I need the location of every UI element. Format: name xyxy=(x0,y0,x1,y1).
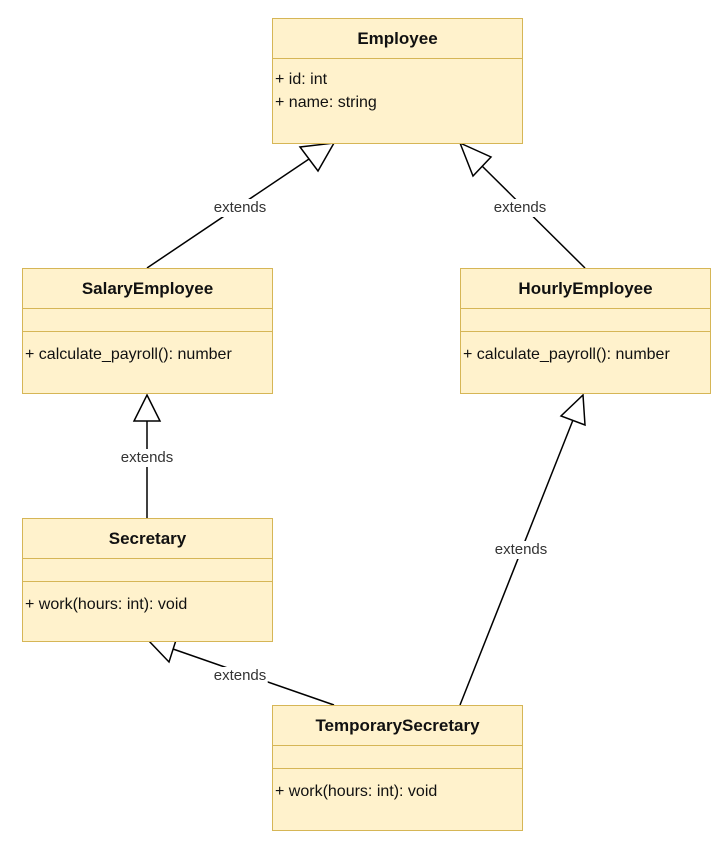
class-salary-employee[interactable]: SalaryEmployee + calculate_payroll(): nu… xyxy=(22,268,273,394)
class-methods: + calculate_payroll(): number xyxy=(23,332,272,366)
class-hourly-employee[interactable]: HourlyEmployee + calculate_payroll(): nu… xyxy=(460,268,711,394)
class-name: TemporarySecretary xyxy=(273,706,522,746)
edge-secretary-to-salary xyxy=(132,393,162,518)
method: + calculate_payroll(): number xyxy=(463,346,670,363)
method: + calculate_payroll(): number xyxy=(25,346,232,363)
edge-label-salary-to-employee: extends xyxy=(212,199,268,217)
class-attributes: + id: int + name: string xyxy=(273,59,522,114)
class-attributes xyxy=(273,746,522,769)
edge-label-temp-to-hourly: extends xyxy=(493,541,549,559)
edge-label-temp-to-secretary: extends xyxy=(212,667,268,685)
method: + work(hours: int): void xyxy=(275,783,438,800)
inheritance-arrowhead xyxy=(458,141,493,178)
class-attributes xyxy=(461,309,710,332)
class-name: HourlyEmployee xyxy=(461,269,710,309)
class-employee[interactable]: Employee + id: int + name: string xyxy=(272,18,523,144)
method: + work(hours: int): void xyxy=(25,596,188,613)
attribute: + name: string xyxy=(275,94,377,111)
edge-hourly-to-employee xyxy=(458,141,586,269)
class-methods: + work(hours: int): void xyxy=(273,769,522,803)
edge-temp-to-hourly xyxy=(459,393,586,706)
inheritance-arrowhead xyxy=(132,393,162,422)
class-methods: + calculate_payroll(): number xyxy=(461,332,710,366)
class-temporary-secretary[interactable]: TemporarySecretary + work(hours: int): v… xyxy=(272,705,523,831)
inheritance-arrowhead xyxy=(559,393,586,427)
class-methods: + work(hours: int): void xyxy=(23,582,272,616)
edge-label-hourly-to-employee: extends xyxy=(492,199,548,217)
inheritance-arrowhead xyxy=(298,142,336,173)
class-attributes xyxy=(23,559,272,582)
class-name: SalaryEmployee xyxy=(23,269,272,309)
class-secretary[interactable]: Secretary + work(hours: int): void xyxy=(22,518,273,642)
class-name: Employee xyxy=(273,19,522,59)
edge-label-secretary-to-salary: extends xyxy=(119,449,175,467)
attribute: + id: int xyxy=(275,71,328,88)
class-attributes xyxy=(23,309,272,332)
class-name: Secretary xyxy=(23,519,272,559)
